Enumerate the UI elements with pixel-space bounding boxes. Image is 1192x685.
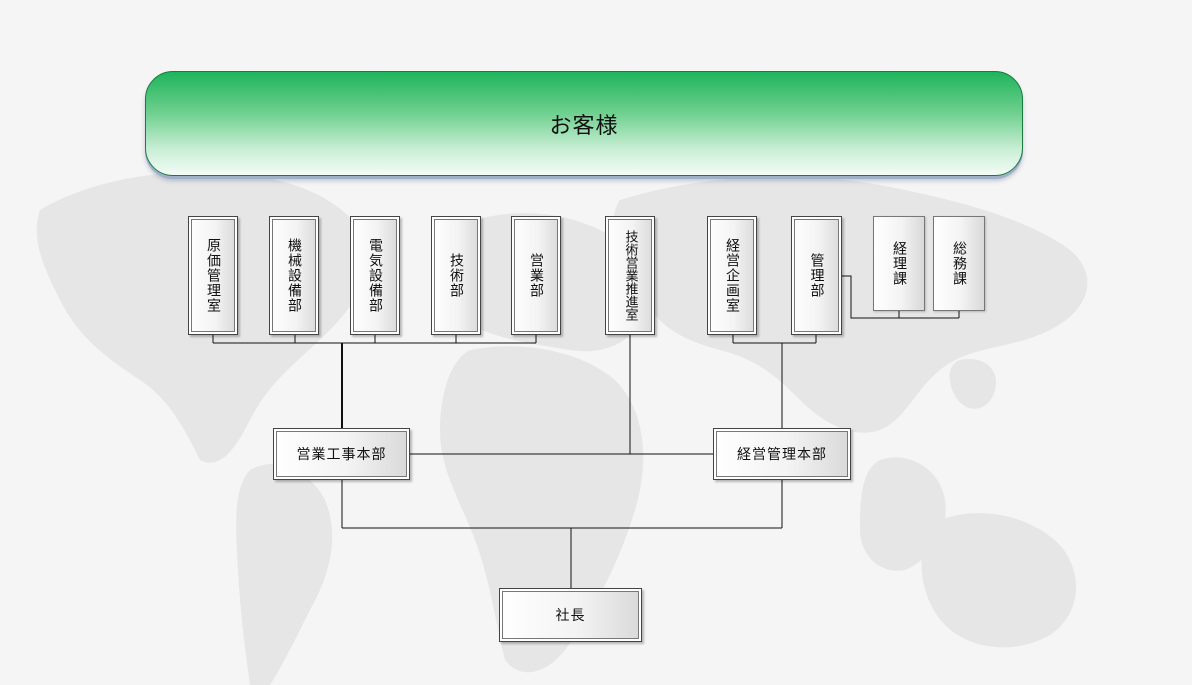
dept-label-kikai: 機械設備部 xyxy=(286,238,302,313)
dept-label-gijutsu-eigyo: 技術営業推進室 xyxy=(622,230,638,321)
customer-banner: お客様 xyxy=(145,71,1023,176)
dept-label-keiei-kikaku: 経営企画室 xyxy=(724,238,740,313)
dept-label-kanri: 管理部 xyxy=(808,253,825,298)
president-box: 社長 xyxy=(499,588,642,642)
dept-label-genka: 原価管理室 xyxy=(205,238,221,313)
division-label-management: 経営管理本部 xyxy=(737,447,827,463)
dept-label-somu: 総務課 xyxy=(951,241,967,286)
dept-label-gijutsu: 技術部 xyxy=(448,253,464,298)
dept-label-eigyo: 営業部 xyxy=(528,253,544,298)
division-box-sales-engineering: 営業工事本部 xyxy=(273,428,410,480)
dept-box-kanri: 管理部 xyxy=(791,216,842,335)
dept-box-eigyo: 営業部 xyxy=(511,216,561,335)
dept-label-denki: 電気設備部 xyxy=(367,238,383,313)
president-label: 社長 xyxy=(555,608,586,624)
dept-box-somu: 総務課 xyxy=(933,216,985,311)
division-label-sales-engineering: 営業工事本部 xyxy=(296,447,387,463)
dept-box-keiri: 経理課 xyxy=(873,216,925,311)
dept-box-genka: 原価管理室 xyxy=(188,216,238,335)
customer-banner-label: お客様 xyxy=(549,113,619,139)
dept-box-denki: 電気設備部 xyxy=(350,216,400,335)
dept-box-kikai: 機械設備部 xyxy=(269,216,319,335)
dept-label-keiri: 経理課 xyxy=(891,241,907,286)
dept-box-gijutsu: 技術部 xyxy=(431,216,481,335)
connector-kanri-side xyxy=(842,275,959,319)
division-box-management: 経営管理本部 xyxy=(713,428,851,480)
dept-box-keiei-kikaku: 経営企画室 xyxy=(707,216,757,335)
dept-box-gijutsu-eigyo: 技術営業推進室 xyxy=(605,216,655,335)
